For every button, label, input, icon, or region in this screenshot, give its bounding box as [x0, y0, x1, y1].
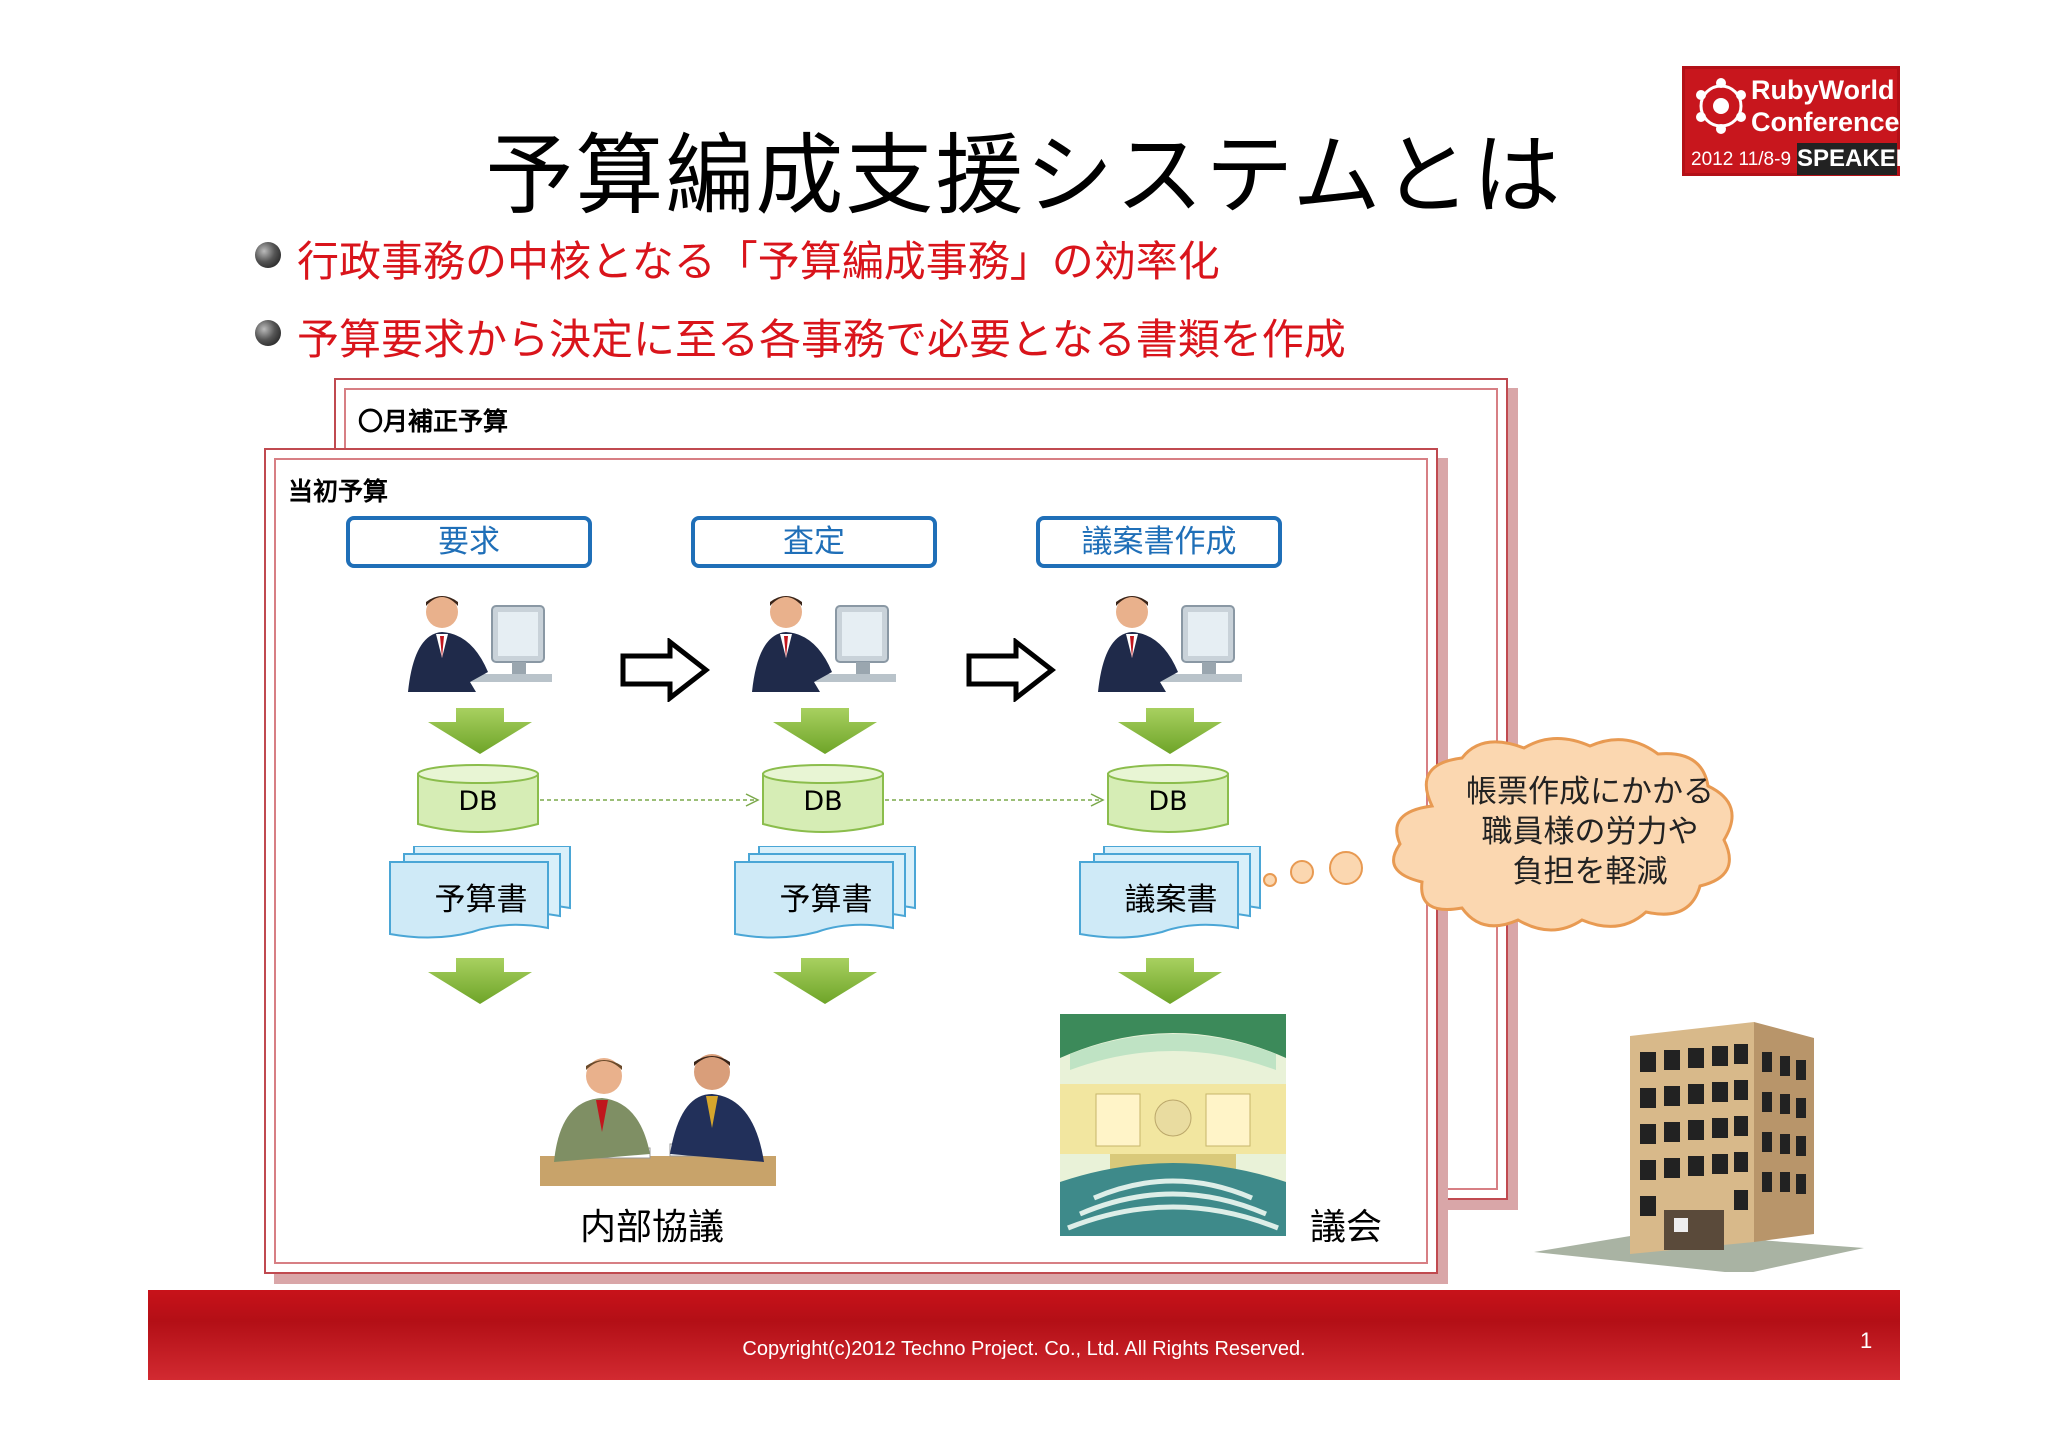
db-label: DB — [458, 786, 498, 817]
copyright-text: Copyright(c)2012 Techno Project. Co., Lt… — [742, 1338, 1306, 1360]
document-stack-icon — [734, 845, 916, 939]
process-arrow-icon — [966, 638, 1056, 702]
cloud-text: 帳票作成にかかる 職員様の労力や 負担を軽減 — [1410, 772, 1770, 892]
logo-speaker-badge: SPEAKER — [1797, 143, 1913, 175]
down-arrow-icon — [773, 958, 877, 1004]
database-icon — [1107, 764, 1229, 833]
down-arrow-icon — [428, 708, 532, 754]
frame-label: 当初予算 — [288, 477, 389, 506]
worker-at-computer-icon — [408, 596, 552, 692]
bullet-dot-icon — [255, 242, 281, 268]
footer-bar — [148, 1290, 1900, 1380]
database-icon — [762, 764, 884, 833]
logo-line2: Conference — [1751, 107, 1900, 137]
document-label: 議案書 — [1124, 882, 1218, 918]
worker-at-computer-icon — [752, 596, 896, 692]
rubyworld-logo: RubyWorld Conference 2012 11/8-9 SPEAKER — [1682, 66, 1913, 176]
frame-label: 〇月補正予算 — [358, 407, 509, 436]
bullet-text: 予算要求から決定に至る各事務で必要となる書類を作成 — [297, 315, 1346, 364]
down-arrow-icon — [1118, 958, 1222, 1004]
office-building-icon — [1534, 1022, 1864, 1272]
budget-document-stack: 予算書 — [731, 845, 921, 946]
cloud-line: 負担を軽減 — [1512, 854, 1668, 890]
db-label: DB — [803, 786, 843, 817]
down-arrow-icon — [428, 958, 532, 1004]
logo-line1: RubyWorld — [1751, 75, 1895, 105]
slide-title: 予算編成支援システムとは — [485, 124, 1563, 227]
council-label: 議会 — [1310, 1207, 1383, 1248]
bullet-text: 行政事務の中核となる「予算編成事務」の効率化 — [297, 237, 1220, 286]
bullet-dot-icon — [255, 320, 281, 346]
business-meeting-icon — [540, 1054, 776, 1186]
database-icon — [417, 764, 539, 833]
data-flow-connector — [540, 793, 760, 807]
internal-meeting-label: 内部協議 — [580, 1207, 725, 1248]
page-number: 1 — [1860, 1328, 1873, 1353]
data-flow-connector — [885, 793, 1105, 807]
logo-date: 2012 11/8-9 — [1691, 149, 1792, 170]
down-arrow-icon — [773, 708, 877, 754]
process-arrow-icon — [620, 638, 710, 702]
cloud-line: 職員様の労力や — [1481, 814, 1699, 850]
step-bill-drafting: 議案書作成 — [1036, 516, 1282, 568]
step-request: 要求 — [346, 516, 592, 568]
database-cylinder: DB — [416, 764, 540, 834]
hexagon-network-icon — [1696, 78, 1746, 134]
thought-cloud — [1263, 736, 1734, 932]
budget-document-stack: 予算書 — [386, 845, 576, 946]
document-label: 予算書 — [434, 882, 528, 918]
database-cylinder: DB — [1106, 764, 1230, 834]
document-stack-icon — [1079, 845, 1261, 939]
council-chamber-icon — [1060, 1014, 1286, 1236]
cloud-line: 帳票作成にかかる — [1466, 774, 1714, 810]
document-label: 予算書 — [779, 882, 873, 918]
database-cylinder: DB — [761, 764, 885, 834]
down-arrow-icon — [1118, 708, 1222, 754]
worker-at-computer-icon — [1098, 596, 1242, 692]
bill-document-stack: 議案書 — [1076, 845, 1266, 946]
step-assessment: 査定 — [691, 516, 937, 568]
document-stack-icon — [389, 845, 571, 939]
db-label: DB — [1148, 786, 1188, 817]
